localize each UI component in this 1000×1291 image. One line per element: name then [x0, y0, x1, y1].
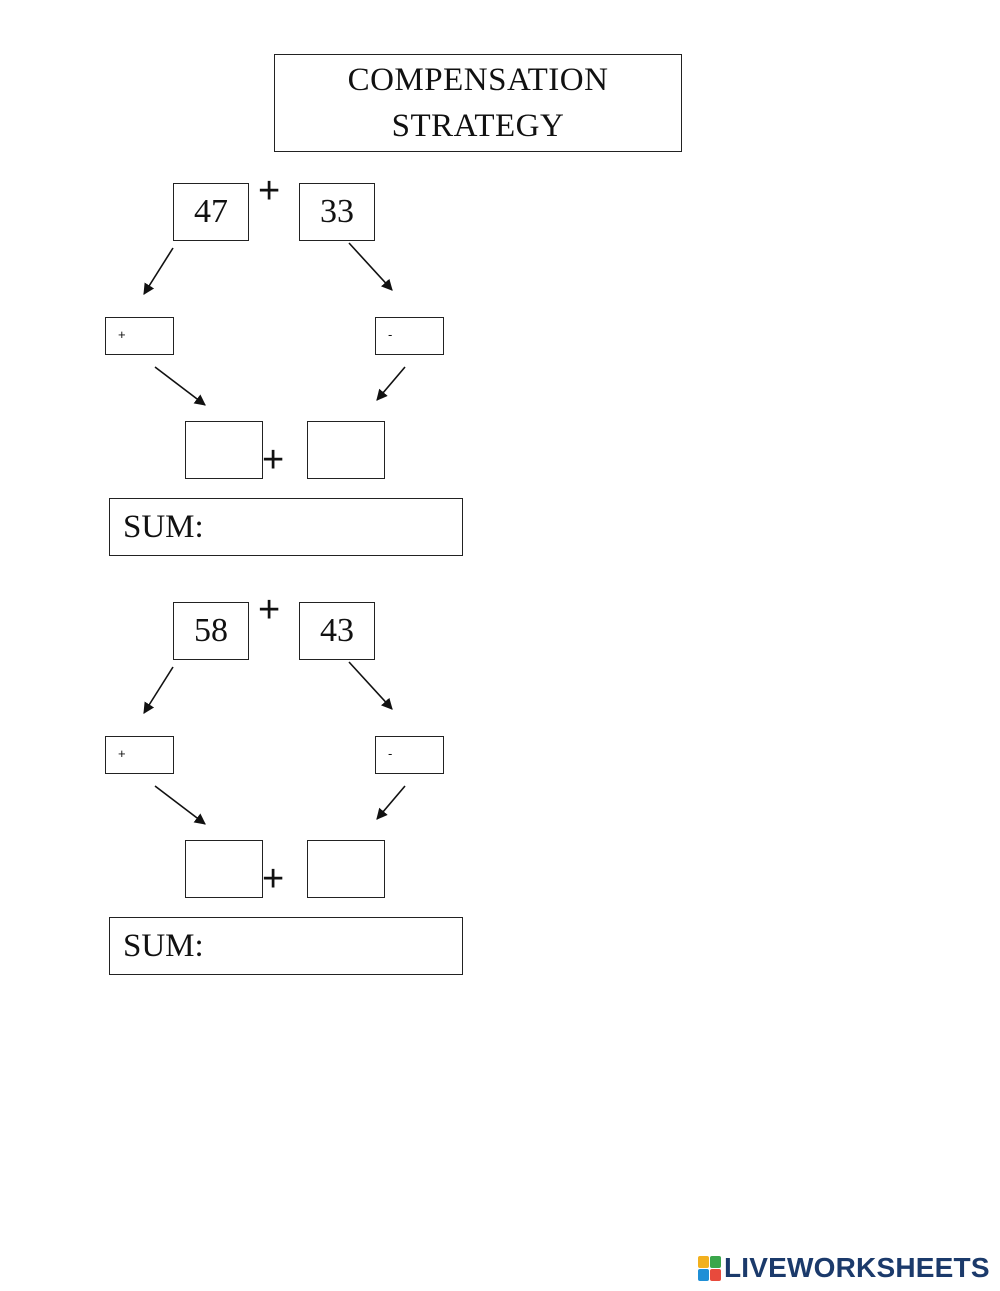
new-first-addend-input[interactable]: [185, 840, 263, 898]
sum-label: SUM:: [123, 508, 204, 545]
arrow-left-adjust-to-result: [154, 785, 206, 825]
addition-operator: +: [258, 589, 281, 631]
arrow-left-adjust-to-result: [154, 366, 206, 406]
left-adjust-sign: +: [118, 327, 126, 342]
result-addition-operator: +: [262, 439, 285, 481]
arrow-first-addend-to-left-adjust: [143, 666, 174, 714]
sum-label: SUM:: [123, 927, 204, 964]
worksheet-title-line-1: COMPENSATION: [347, 62, 609, 98]
new-second-addend-input[interactable]: [307, 421, 385, 479]
problem-1-arrows: [143, 242, 406, 406]
right-adjust-input[interactable]: -: [375, 317, 444, 355]
worksheet-title-box: COMPENSATION STRATEGY: [274, 54, 682, 152]
second-addend-box: 33: [299, 183, 375, 241]
left-adjust-input[interactable]: +: [105, 317, 174, 355]
left-adjust-input[interactable]: +: [105, 736, 174, 774]
left-adjust-sign: +: [118, 746, 126, 761]
sum-input[interactable]: SUM:: [109, 917, 463, 975]
liveworksheets-logo-icon: [698, 1255, 721, 1281]
right-adjust-sign: -: [388, 327, 393, 342]
second-addend-box: 43: [299, 602, 375, 660]
new-first-addend-input[interactable]: [185, 421, 263, 479]
logo-square-4: [710, 1268, 721, 1281]
problem-2-arrows: [143, 661, 406, 825]
arrow-second-addend-to-right-adjust: [348, 661, 393, 710]
right-adjust-sign: -: [388, 746, 393, 761]
right-adjust-input[interactable]: -: [375, 736, 444, 774]
logo-square-3: [698, 1268, 709, 1281]
liveworksheets-logo: LIVEWORKSHEETS: [698, 1252, 990, 1284]
arrow-right-adjust-to-result: [376, 366, 406, 401]
result-addition-operator: +: [262, 858, 285, 900]
sum-input[interactable]: SUM:: [109, 498, 463, 556]
logo-square-1: [698, 1255, 709, 1268]
first-addend-box: 58: [173, 602, 249, 660]
worksheet-title-line-2: STRATEGY: [391, 108, 565, 144]
logo-square-2: [710, 1255, 721, 1268]
liveworksheets-brand-text: LIVEWORKSHEETS: [724, 1252, 990, 1283]
new-second-addend-input[interactable]: [307, 840, 385, 898]
arrow-second-addend-to-right-adjust: [348, 242, 393, 291]
arrow-right-adjust-to-result: [376, 785, 406, 820]
addition-operator: +: [258, 170, 281, 212]
first-addend-box: 47: [173, 183, 249, 241]
arrow-first-addend-to-left-adjust: [143, 247, 174, 295]
